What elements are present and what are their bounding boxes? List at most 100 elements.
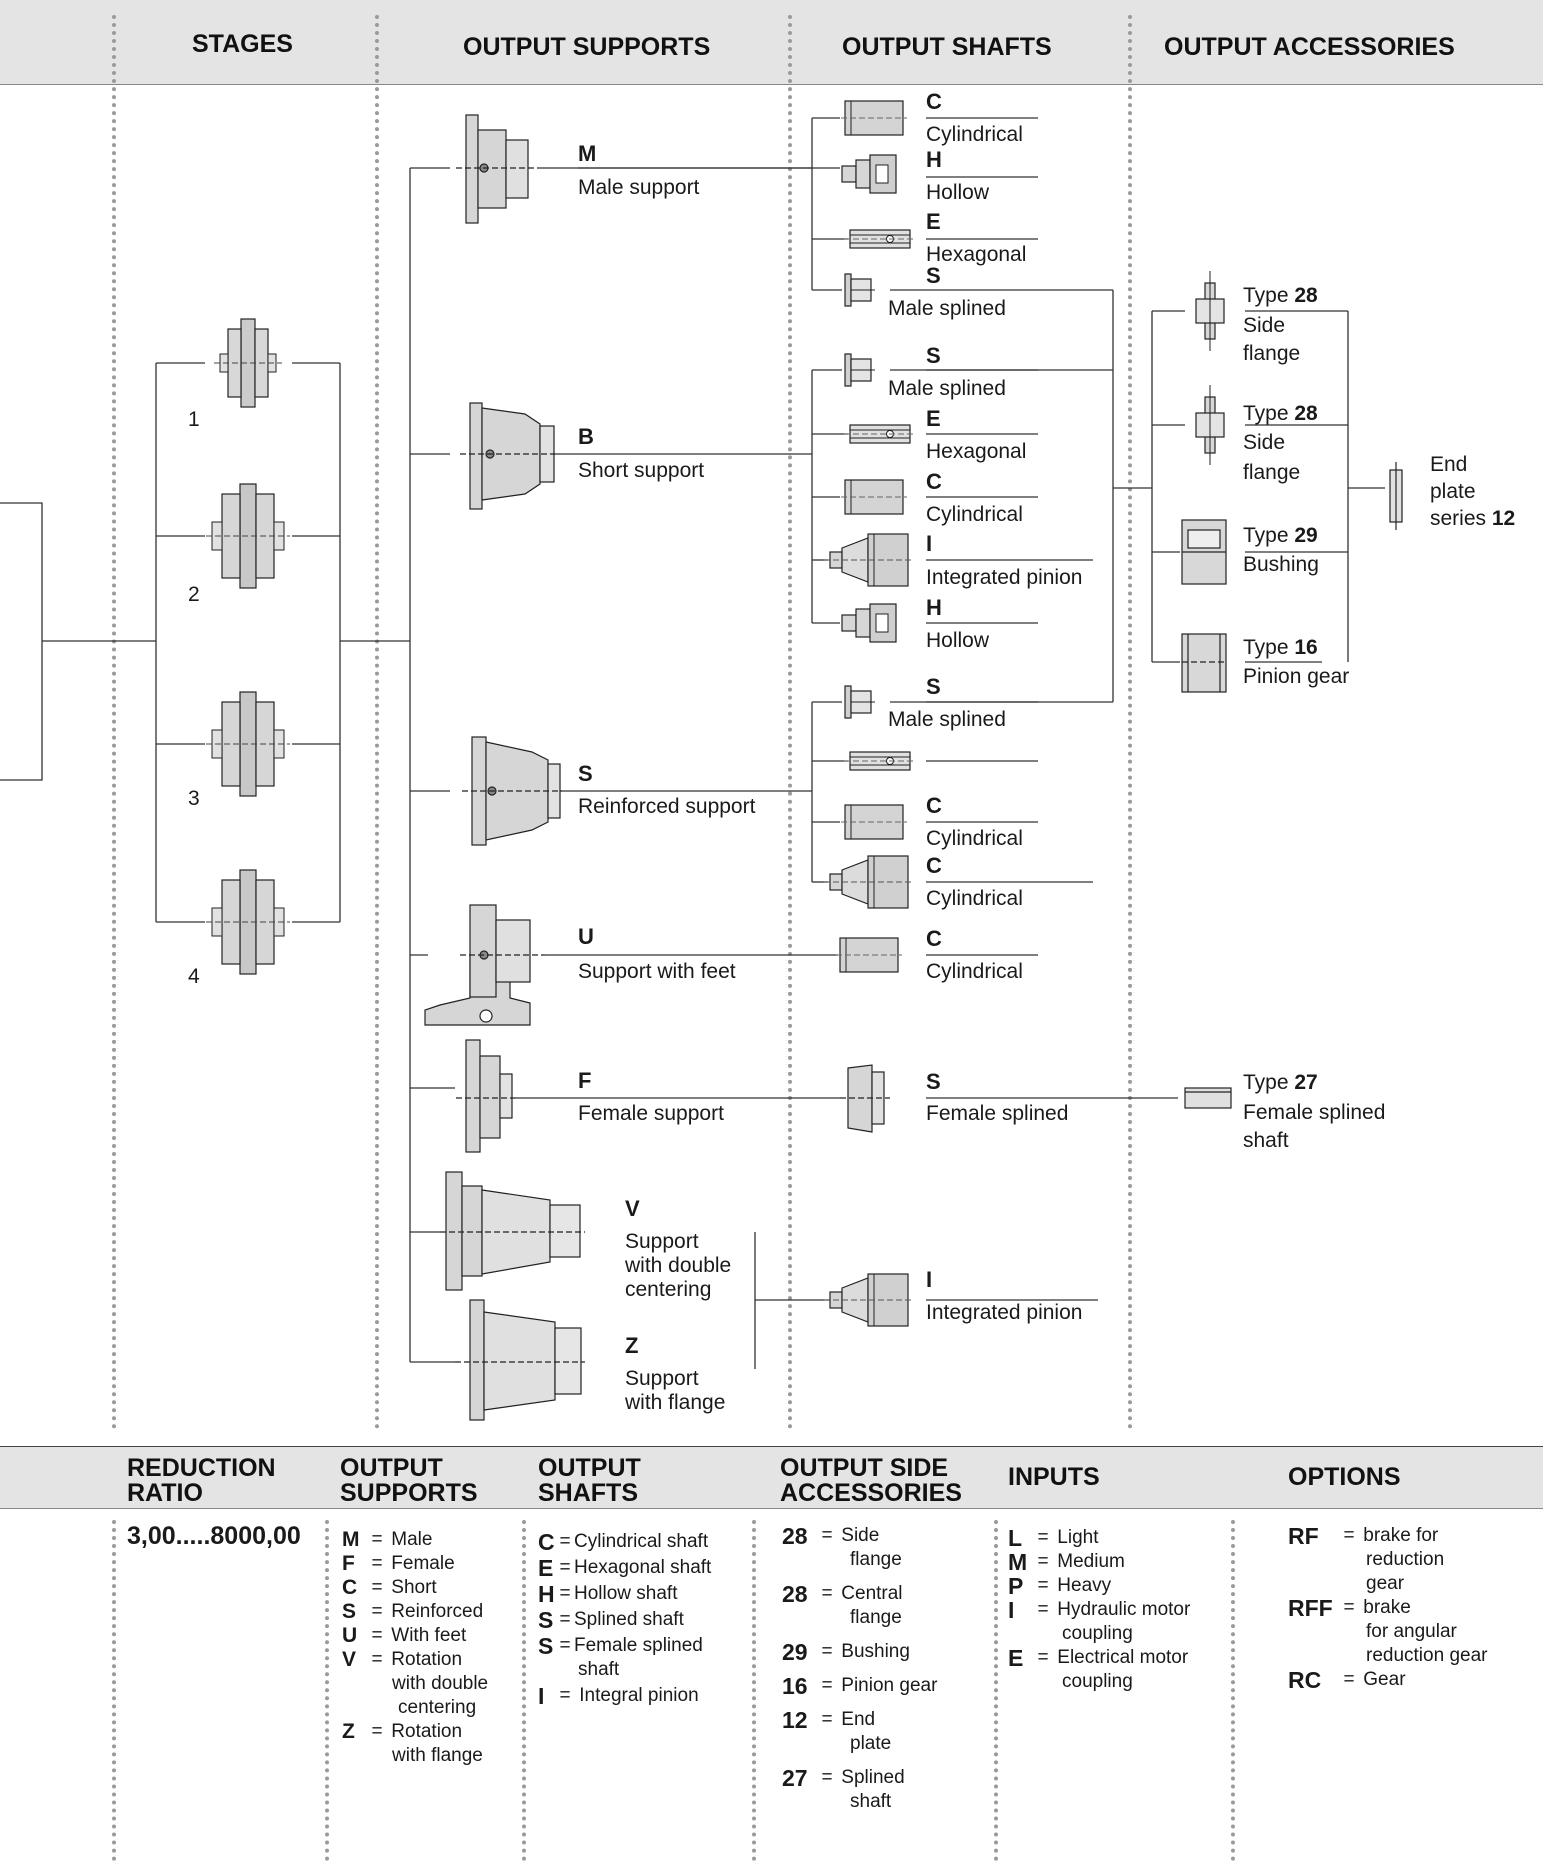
shaft-drawing [844, 425, 916, 443]
legend-key: 16 [782, 1674, 818, 1698]
support-short-drawing [460, 403, 555, 509]
equals-sign: = [818, 1582, 836, 1606]
support-code: M [578, 142, 596, 166]
legend-text: Hollow shaft [574, 1582, 678, 1606]
shaft-drawing [845, 354, 875, 386]
legend-text: coupling [1008, 1670, 1223, 1694]
shaft-code: C [926, 90, 942, 114]
shaft-female-splined-drawing [840, 1065, 890, 1132]
legend-header-line: OUTPUT SIDE [780, 1454, 948, 1482]
shaft-drawing [836, 938, 902, 972]
equals-sign: = [818, 1640, 836, 1664]
shaft-drawing [842, 604, 896, 642]
legend-text: Female [391, 1552, 454, 1576]
support-name: with double [625, 1254, 731, 1278]
shaft-code: I [926, 1268, 932, 1292]
shaft-drawing [824, 1274, 914, 1326]
legend-text: Integral pinion [579, 1684, 698, 1708]
shaft-name: Female splined [926, 1102, 1068, 1126]
support-code: U [578, 925, 594, 949]
stage-number: 4 [188, 965, 200, 989]
equals-sign: = [818, 1766, 836, 1790]
shaft-drawing [844, 230, 916, 248]
legend-text: Reinforced [391, 1600, 483, 1624]
legend-key: 28 [782, 1582, 818, 1606]
legend-entry: C=Cylindrical shaft [538, 1530, 748, 1554]
support-name: Reinforced support [578, 795, 755, 819]
shaft-drawing [845, 686, 875, 718]
legend-text: End [841, 1708, 875, 1732]
legend-text: With feet [391, 1624, 466, 1648]
legend-text: shaft [782, 1790, 987, 1814]
legend-text: Electrical motor [1057, 1646, 1188, 1670]
equals-sign: = [368, 1576, 386, 1600]
legend-text: Gear [1363, 1668, 1405, 1692]
legend-inputs-list: L= Light M= Medium P= Heavy I= Hydraulic… [1008, 1526, 1223, 1694]
legend-text: centering [342, 1696, 517, 1720]
legend-text: Female splined [574, 1634, 703, 1658]
accessory-type-word: Type [1243, 636, 1289, 659]
support-double-centering-drawing [440, 1172, 585, 1290]
support-code: Z [625, 1334, 638, 1358]
legend-entry: L= Light [1008, 1526, 1223, 1550]
shaft-name: Cylindrical [926, 503, 1023, 527]
legend-key: F [342, 1552, 368, 1576]
legend-accessories-list: 28= Side flange 28= Central flange 29= B… [782, 1524, 987, 1814]
equals-sign: = [556, 1530, 574, 1554]
legend-entry: RC= Gear [1288, 1668, 1538, 1692]
legend-text: Hexagonal shaft [574, 1556, 711, 1580]
shaft-name: Cylindrical [926, 960, 1023, 984]
accessory-type-number: 29 [1294, 524, 1317, 547]
legend-key: L [1008, 1526, 1034, 1550]
legend-header-shafts: OUTPUTSHAFTS [538, 1456, 641, 1506]
equals-sign: = [1340, 1596, 1358, 1620]
shaft-code: H [926, 596, 942, 620]
legend-key: 27 [782, 1766, 818, 1790]
shaft-name: Cylindrical [926, 827, 1023, 851]
legend-text: reduction gear [1288, 1644, 1538, 1668]
legend-key: C [538, 1530, 556, 1554]
legend-key: RFF [1288, 1596, 1340, 1620]
shaft-name: Hollow [926, 629, 989, 653]
legend-text: coupling [1008, 1622, 1223, 1646]
legend-key: Z [342, 1720, 368, 1744]
legend-text: Hydraulic motor [1057, 1598, 1190, 1622]
legend-text: reduction [1288, 1548, 1538, 1572]
equals-sign: = [556, 1582, 574, 1606]
legend-key: 29 [782, 1640, 818, 1664]
equals-sign: = [818, 1674, 836, 1698]
accessory-name: flange [1243, 342, 1300, 366]
accessory-drawing [1196, 385, 1224, 465]
legend-text: with flange [342, 1744, 517, 1768]
stage-2-drawing [206, 484, 290, 588]
shaft-name: Hexagonal [926, 243, 1026, 267]
legend-header-line: RATIO [127, 1479, 203, 1507]
legend-header-inputs: INPUTS [1008, 1465, 1100, 1490]
legend-key: M [1008, 1550, 1034, 1574]
legend-key: S [538, 1608, 556, 1632]
legend-entry: V= Rotation [342, 1648, 517, 1672]
shaft-drawing [841, 480, 907, 514]
legend-key: E [538, 1556, 556, 1580]
legend-text: gear [1288, 1572, 1538, 1596]
accessory-type-word: Type [1243, 524, 1289, 547]
legend-header-line: SUPPORTS [340, 1479, 478, 1507]
end-plate-label: End [1430, 453, 1467, 477]
equals-sign: = [556, 1556, 574, 1580]
legend-text: Side [841, 1524, 879, 1548]
legend-key: M [342, 1528, 368, 1552]
legend-entry: Z= Rotation [342, 1720, 517, 1744]
legend-header-line: ACCESSORIES [780, 1479, 962, 1507]
shaft-name: Male splined [888, 377, 1006, 401]
shaft-code: E [926, 407, 941, 431]
end-plate-series-number: 12 [1492, 507, 1515, 530]
legend-entry: S=Splined shaft [538, 1608, 748, 1632]
equals-sign: = [1340, 1524, 1358, 1548]
legend-text: Heavy [1057, 1574, 1111, 1598]
legend-entry: M= Medium [1008, 1550, 1223, 1574]
shaft-name: Cylindrical [926, 887, 1023, 911]
end-plate-label: series 12 [1430, 507, 1515, 531]
shaft-drawing [841, 101, 907, 135]
